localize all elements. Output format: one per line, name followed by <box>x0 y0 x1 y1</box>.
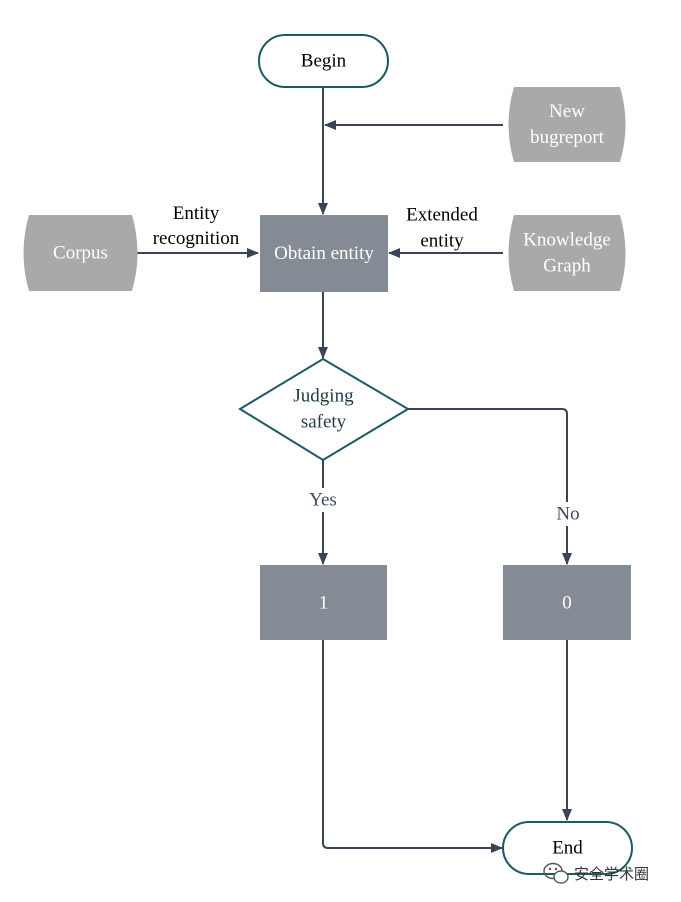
extended-entity-edge-label: Extended entity <box>406 205 478 252</box>
corpus-source-label: Corpus <box>53 243 108 264</box>
wechat-icon <box>543 862 569 884</box>
result-zero-process-shape <box>503 565 631 640</box>
obtain-entity-process-shape <box>260 215 388 292</box>
text-line: Extended <box>406 205 478 226</box>
text-line: Judging <box>293 386 354 407</box>
new-bugreport-source-label: New bugreport <box>530 101 605 148</box>
judging-safety-decision-shape <box>238 357 410 462</box>
edge-one-to-end <box>322 640 503 853</box>
no-branch-label: No <box>556 504 579 525</box>
text-line: bugreport <box>530 127 605 148</box>
begin-terminal-label: Begin <box>301 51 347 72</box>
text-line: Corpus <box>53 243 108 264</box>
entity-recognition-edge-label: Entity recognition <box>153 203 240 249</box>
text-line: New <box>549 101 585 122</box>
text-line: 0 <box>562 593 572 614</box>
result-one-process-label: 1 <box>319 593 329 614</box>
result-one-process-shape <box>260 565 387 640</box>
text-line: entity <box>420 231 464 252</box>
text-line: Yes <box>309 490 337 511</box>
yes-branch-label: Yes <box>309 490 337 511</box>
result-zero-process-label: 0 <box>562 593 572 614</box>
text-line: No <box>556 504 579 525</box>
corpus-source-shape <box>23 215 138 291</box>
judging-safety-decision-label: Judging safety <box>293 386 354 433</box>
edge-judging-safety-to-zero <box>408 408 572 565</box>
text-line: recognition <box>153 228 240 249</box>
text-line: 1 <box>319 593 329 614</box>
text-line: End <box>552 838 583 859</box>
yes-label-backdrop <box>304 488 344 512</box>
knowledge-graph-source-shape <box>508 215 626 291</box>
watermark: 安全学术圈 <box>543 862 649 884</box>
no-label-backdrop <box>553 502 583 526</box>
text-line: Knowledge <box>523 230 611 251</box>
text-line: safety <box>301 412 347 433</box>
text-line: Obtain entity <box>274 243 374 264</box>
watermark-text: 安全学术圈 <box>574 865 649 883</box>
obtain-entity-process-label: Obtain entity <box>274 243 374 264</box>
text-line: Begin <box>301 51 347 72</box>
new-bugreport-source-shape <box>508 87 626 162</box>
begin-terminal-shape <box>258 34 389 88</box>
end-terminal-label: End <box>552 838 583 859</box>
text-line: Entity <box>173 203 220 224</box>
text-line: Graph <box>543 256 591 277</box>
